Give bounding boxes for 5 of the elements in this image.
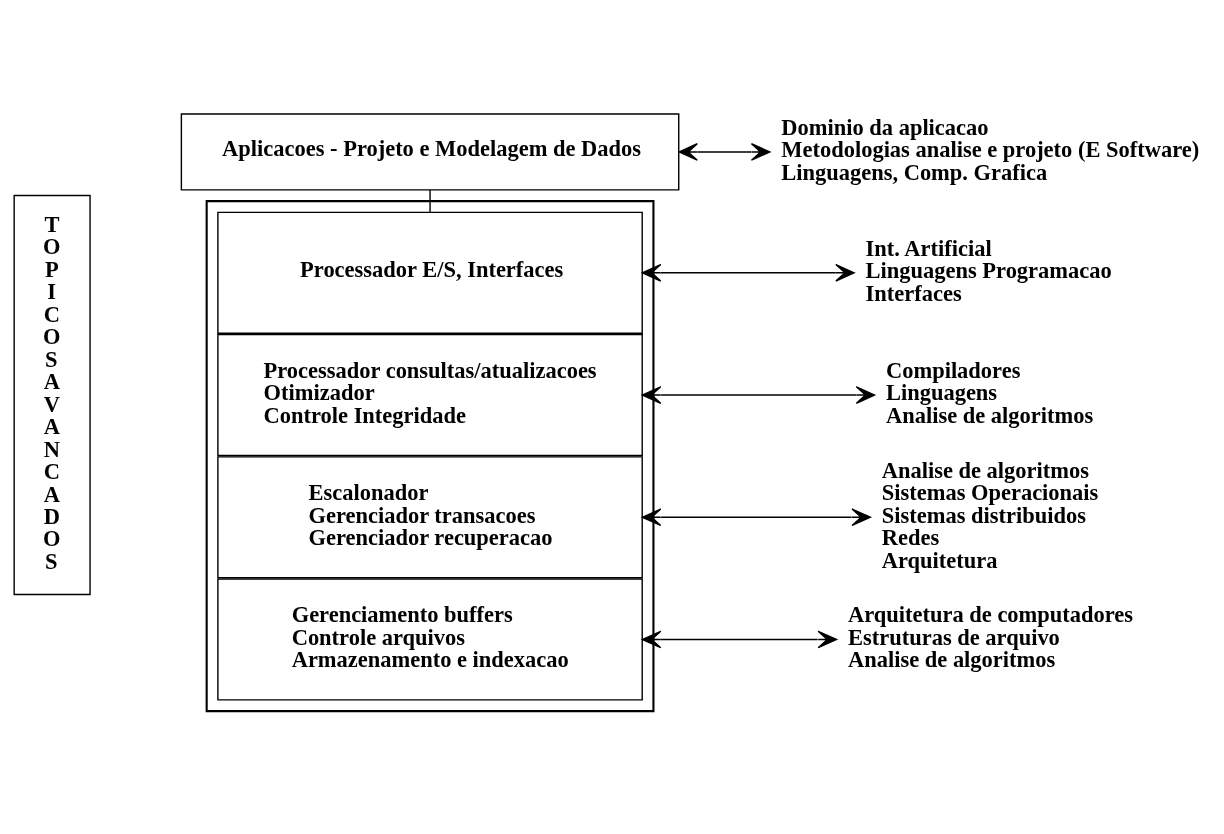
node-text: Int. Artificial Linguagens Programacao Interfaces <box>865 235 1112 306</box>
node-text: Compiladores Linguagens Analise de algoritmos <box>885 357 1094 428</box>
node-text: Analise de algoritmos Sistemas Operacionais Sistemas distribuidos Redes Arquitetura <box>881 457 1099 573</box>
node-text: Arquitetura de computadores Estruturas de arquivo Analise de algoritmos <box>848 601 1134 672</box>
node-text: Dominio da aplicacao Metodologias analise e projeto (E Software) Linguagens, Comp. Grafica <box>781 114 1200 185</box>
